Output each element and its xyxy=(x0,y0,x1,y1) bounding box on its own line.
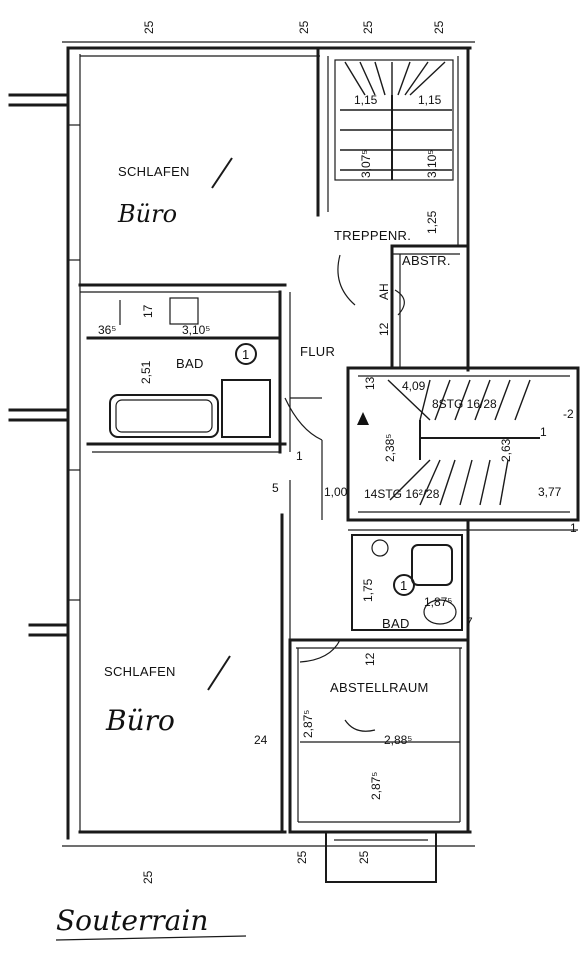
dim-bad-h: 2,51 xyxy=(139,360,153,384)
dim-238: 2,38⁵ xyxy=(383,434,397,462)
dim-12: 12 xyxy=(377,322,391,336)
dim-7: 7 xyxy=(466,615,473,629)
dim-stair-w-2: 1,15 xyxy=(418,93,442,107)
stair-upper xyxy=(334,59,454,181)
dim-top-25-a: 25 xyxy=(142,20,156,34)
door-swings xyxy=(284,254,405,732)
dim-187: 1,87⁵ xyxy=(424,595,452,609)
walls xyxy=(8,46,580,883)
circle-number-bad-right: 1 xyxy=(400,578,407,593)
plan-caption: Souterrain xyxy=(56,904,208,937)
strike-mark-bottom xyxy=(207,655,231,691)
dim-377: 3,77 xyxy=(538,485,562,499)
room-label-schlafen-bottom: SCHLAFEN xyxy=(104,664,176,679)
room-label-bad-right: BAD xyxy=(382,616,410,631)
dim-small-17: 17 xyxy=(141,304,155,318)
circle-number-bad-left: 1 xyxy=(242,347,249,362)
caption-underline xyxy=(55,935,247,941)
dim-263: 2,63 xyxy=(499,438,513,462)
stair-label-lower: 14STG 16²/28 xyxy=(364,487,440,501)
dim-287b: 2,87⁵ xyxy=(369,772,383,800)
dim-bottom-25-c: 25 xyxy=(357,850,371,864)
dim-stair-w-1: 1,15 xyxy=(354,93,378,107)
dim-100: 1,00 xyxy=(324,485,348,499)
dim-bottom-25-a: 25 xyxy=(141,870,155,884)
dim-bottom-25-b: 25 xyxy=(295,850,309,864)
bathtub xyxy=(109,297,271,438)
room-label-bad-left: BAD xyxy=(176,356,204,371)
dim-1b: 1 xyxy=(570,521,577,535)
dim-1-13: 13 xyxy=(363,376,377,390)
dim-288: 2,88⁵ xyxy=(384,733,412,747)
dim-5: 5 xyxy=(272,481,279,495)
circle-marker-bad-left xyxy=(235,343,257,365)
room-label-schlafen-top: SCHLAFEN xyxy=(118,164,190,179)
dim-1c: 1 xyxy=(540,425,547,439)
dim-minus: -2 xyxy=(563,407,574,421)
dim-top-25-d: 25 xyxy=(432,20,446,34)
room-label-abstr: ABSTR. xyxy=(402,253,451,268)
room-label-flur: FLUR xyxy=(300,344,335,359)
dim-175: 1,75 xyxy=(361,578,375,602)
stair-label-upper: 8STG 16/28 xyxy=(432,397,497,411)
dim-top-25-b: 25 xyxy=(297,20,311,34)
bad-right-fixtures xyxy=(371,539,457,625)
room-label-abstellraum: ABSTELLRAUM xyxy=(330,680,429,695)
circle-marker-bad-right xyxy=(393,574,415,596)
dim-ah: AH xyxy=(377,283,391,300)
dim-top-25-c: 25 xyxy=(361,20,375,34)
dim-small-36: 36⁵ xyxy=(98,323,116,337)
stair-lower xyxy=(357,379,540,506)
dim-12b: 12 xyxy=(363,652,377,666)
strike-mark-top xyxy=(211,157,233,189)
dim-287a: 2,87⁵ xyxy=(301,710,315,738)
room-label-buero-top: Büro xyxy=(117,200,177,228)
dim-24: 24 xyxy=(254,733,268,747)
dim-stair-h-1: 3,07⁵ xyxy=(359,150,373,178)
room-label-treppenhaus: TREPPENR. xyxy=(334,228,411,243)
dim-bad-w: 3,10⁵ xyxy=(182,323,210,337)
dim-stair-h-2: 3,10⁵ xyxy=(425,150,439,178)
dim-409: 4,09 xyxy=(402,379,426,393)
dim-1: 1 xyxy=(296,449,303,463)
dim-pass-125: 1,25 xyxy=(425,210,439,234)
room-label-buero-bottom: Büro xyxy=(105,704,175,737)
dimensions: 25 25 25 25 1,15 1,15 3,07⁵ 3,10⁵ 1,25 3… xyxy=(62,20,578,884)
